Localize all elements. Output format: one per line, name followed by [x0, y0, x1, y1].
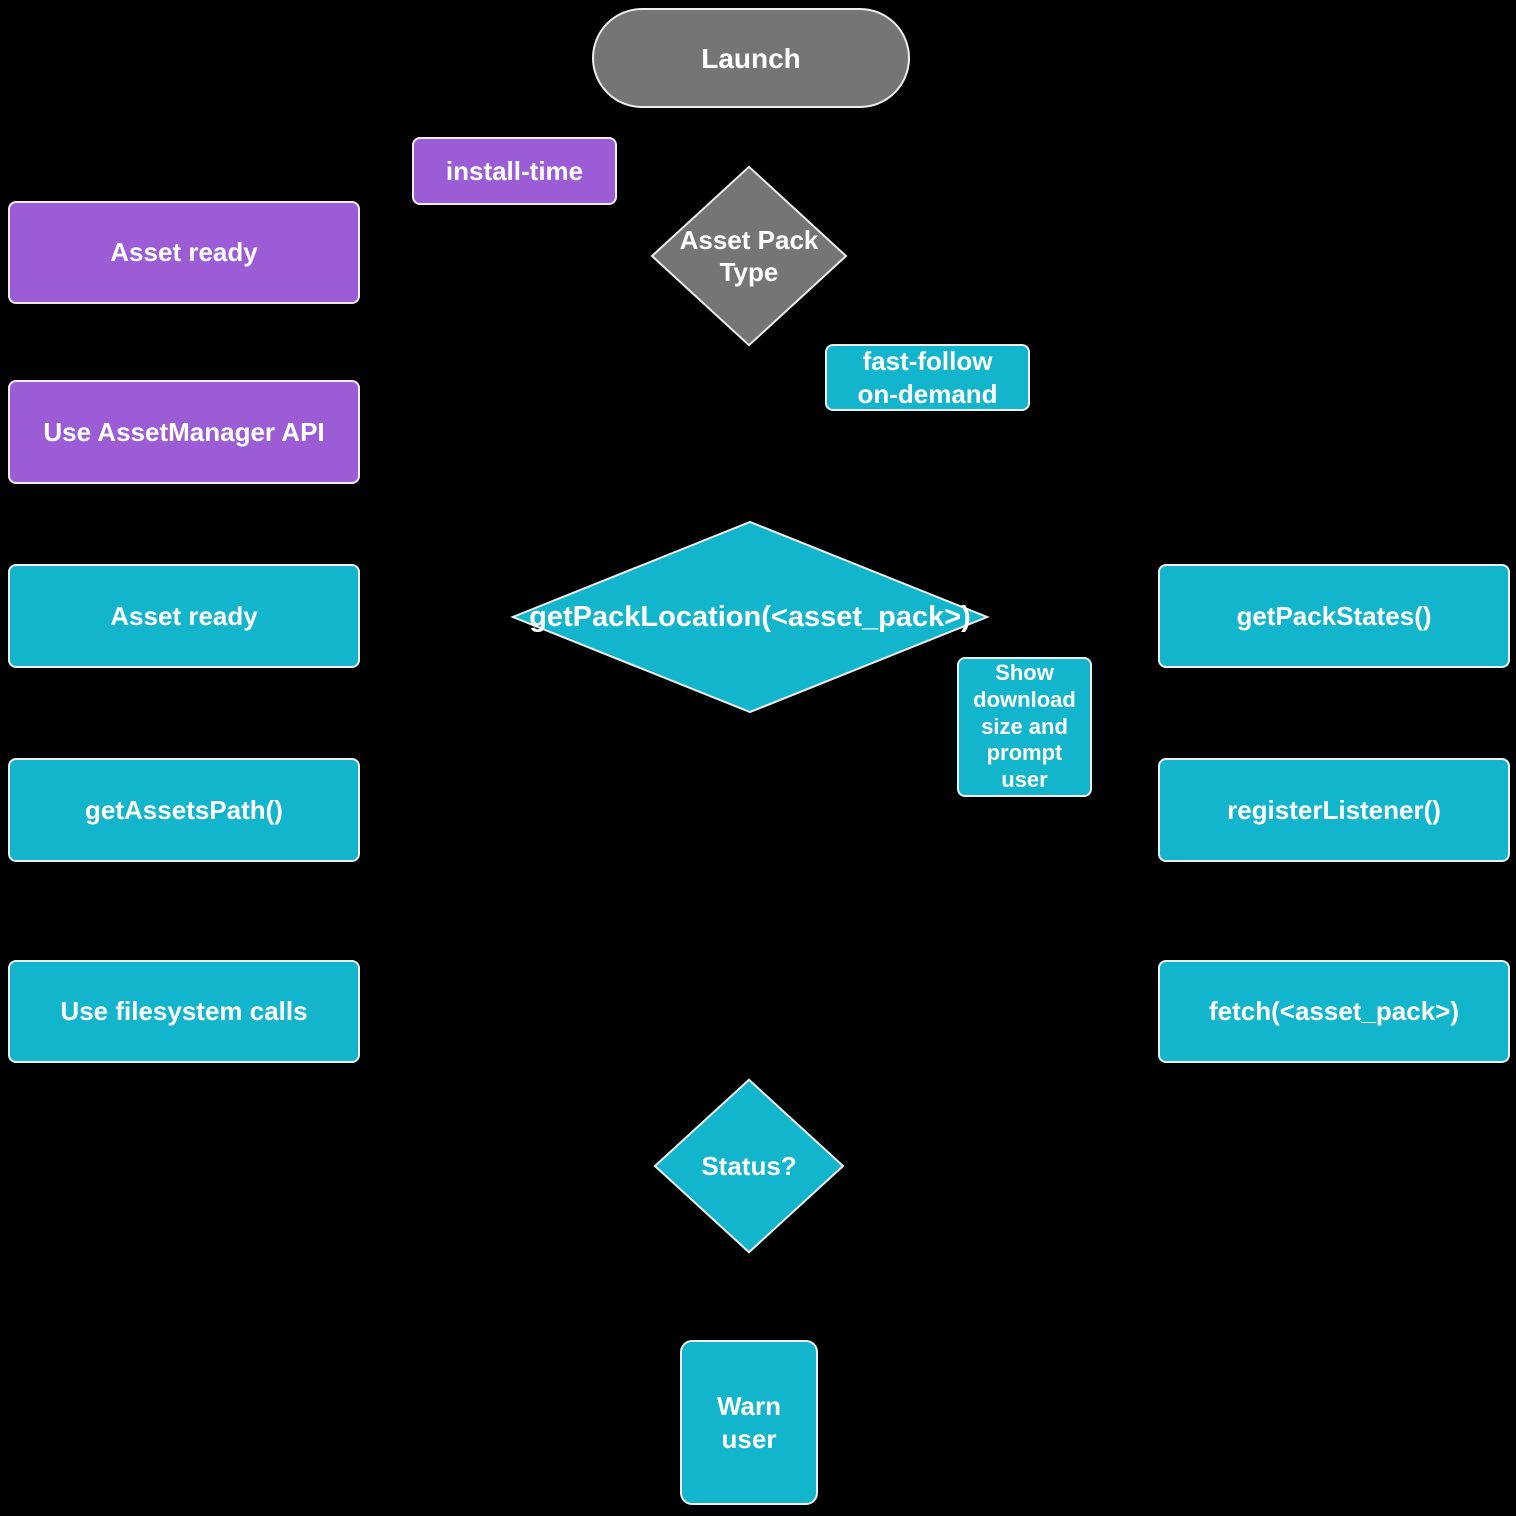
node-warn-user-label: Warn user: [716, 1391, 782, 1454]
node-get-pack-location: getPackLocation(<asset_pack>): [508, 520, 992, 714]
node-status: Status?: [653, 1078, 845, 1254]
node-register-listener: registerListener(): [1158, 758, 1510, 862]
diamond-shape: [653, 1078, 845, 1254]
node-asset-ready-install-label: Asset ready: [110, 237, 258, 268]
node-install-time: install-time: [412, 137, 617, 205]
node-status-label: Status?: [701, 1150, 797, 1181]
node-register-listener-label: registerListener(): [1227, 794, 1441, 825]
node-use-assetmanager-api: Use AssetManager API: [8, 380, 360, 484]
node-get-assets-path: getAssetsPath(): [8, 758, 360, 862]
diamond-shape: [508, 520, 992, 714]
node-show-download-size: Show download size and prompt user: [957, 657, 1092, 797]
node-warn-user: Warn user: [680, 1340, 818, 1505]
node-fast-follow-on-demand-label: fast-follow on-demand: [857, 346, 998, 409]
node-get-assets-path-label: getAssetsPath(): [85, 794, 283, 825]
diamond-shape: [650, 165, 848, 347]
node-fetch-asset-pack: fetch(<asset_pack>): [1158, 960, 1510, 1063]
node-use-assetmanager-api-label: Use AssetManager API: [43, 416, 325, 447]
node-use-filesystem-calls: Use filesystem calls: [8, 960, 360, 1063]
node-asset-pack-type: Asset Pack Type: [650, 165, 848, 347]
node-asset-pack-type-label: Asset Pack Type: [679, 224, 819, 288]
node-get-pack-states: getPackStates(): [1158, 564, 1510, 668]
node-use-filesystem-calls-label: Use filesystem calls: [60, 996, 308, 1027]
node-get-pack-states-label: getPackStates(): [1236, 600, 1432, 631]
node-launch-label: Launch: [701, 42, 801, 74]
node-show-download-size-label: Show download size and prompt user: [973, 659, 1076, 793]
node-asset-ready-dynamic: Asset ready: [8, 564, 360, 668]
node-asset-ready-install: Asset ready: [8, 201, 360, 304]
node-install-time-label: install-time: [445, 155, 584, 186]
node-fetch-asset-pack-label: fetch(<asset_pack>): [1208, 996, 1460, 1027]
node-get-pack-location-label: getPackLocation(<asset_pack>): [529, 600, 971, 633]
node-asset-ready-dynamic-label: Asset ready: [110, 600, 258, 631]
node-fast-follow-on-demand: fast-follow on-demand: [825, 344, 1030, 411]
node-launch: Launch: [592, 8, 910, 108]
